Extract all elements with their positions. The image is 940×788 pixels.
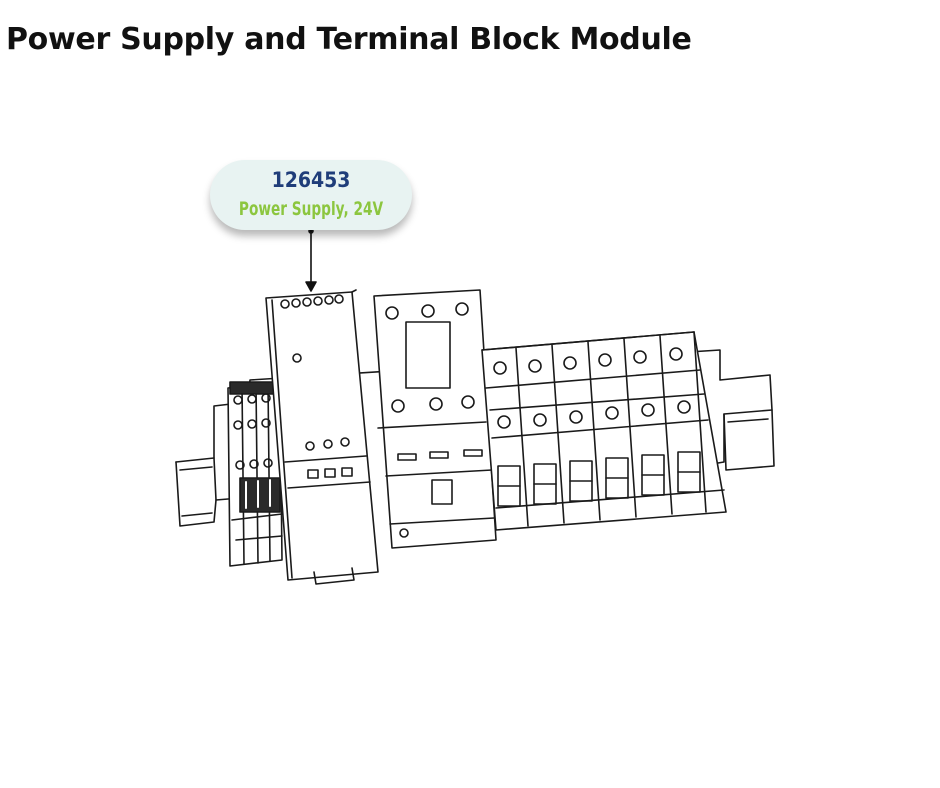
part-callout[interactable]: 126453 Power Supply, 24V	[210, 160, 412, 230]
power-supply-module	[265, 289, 379, 585]
circuit-breakers	[481, 331, 727, 531]
callout-leader	[305, 228, 317, 292]
contactor-module	[373, 289, 497, 549]
part-description-label: Power Supply, 24V	[238, 198, 384, 220]
part-number-label: 126453	[271, 168, 351, 192]
din-rail	[175, 349, 775, 527]
page-title: Power Supply and Terminal Block Module	[6, 22, 692, 57]
terminal-blocks	[227, 381, 283, 567]
